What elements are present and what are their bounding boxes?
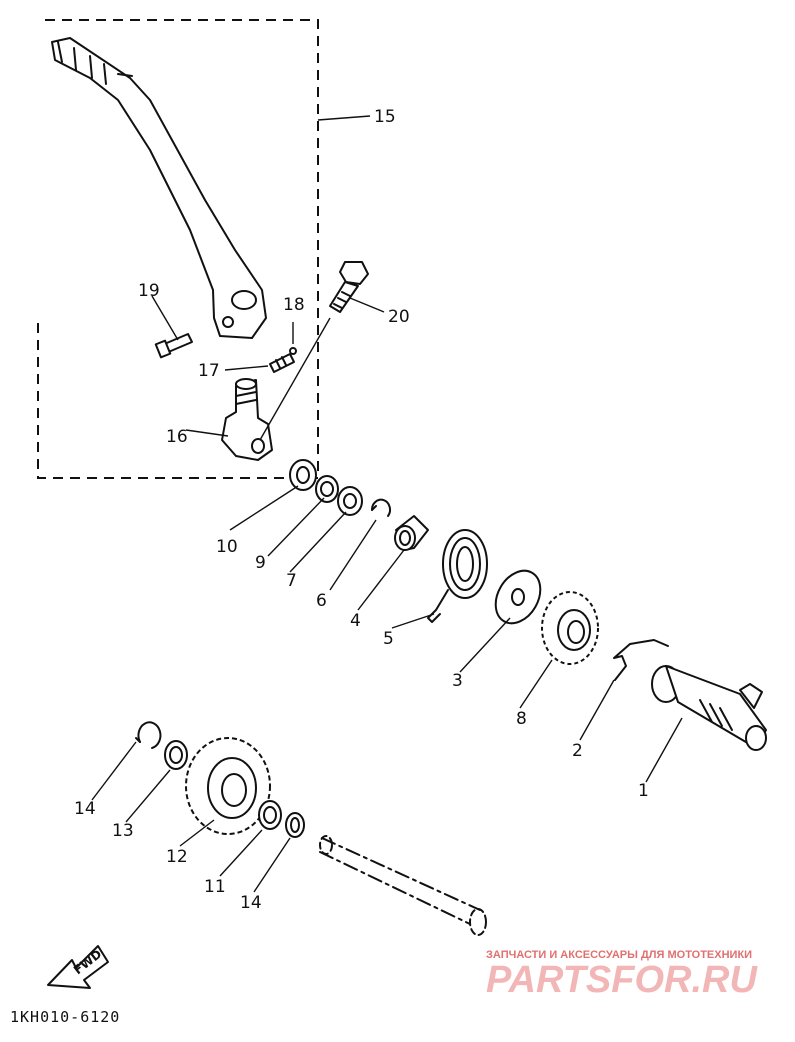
washer-11 [258,800,282,830]
kick-gear-8 [541,591,599,665]
ball-18 [289,347,297,355]
watermark: ЗАПЧАСТИ И АКСЕССУАРЫ ДЛЯ МОТОТЕХНИКИ PA… [486,949,758,1001]
callout-7: 7 [286,571,297,591]
callout-17: 17 [198,361,220,381]
washer-10 [289,459,317,491]
watermark-logo: PARTSFOR.RU [486,959,758,1001]
watermark-tagline: ЗАПЧАСТИ И АКСЕССУАРЫ ДЛЯ МОТОТЕХНИКИ [486,949,752,961]
drawing-code: 1KH010-6120 [10,1008,120,1026]
callout-14-left: 14 [74,799,96,819]
callout-12: 12 [166,847,188,867]
kick-crank-assembly-box [37,19,319,479]
spring-pin-17 [269,353,295,373]
bolt-19 [154,333,193,359]
callout-19: 19 [138,281,160,301]
oil-seal-9 [315,475,339,503]
fwd-arrow-icon: FWD [47,945,109,989]
callout-13: 13 [112,821,134,841]
callout-16: 16 [166,427,188,447]
callouts: 15 19 18 20 17 16 10 9 7 6 4 5 3 8 2 1 1… [74,107,649,913]
callout-15: 15 [374,107,396,127]
callout-9: 9 [255,553,266,573]
clip-2 [613,639,669,681]
callout-20: 20 [388,307,410,327]
collar-4 [394,515,429,551]
callout-3: 3 [452,671,463,691]
callout-2: 2 [572,741,583,761]
circlip-14-right [285,812,305,838]
circlip-14-left [135,721,162,749]
torsion-spring-5 [427,529,488,623]
callout-6: 6 [316,591,327,611]
washer-13 [164,740,188,770]
callout-8: 8 [516,709,527,729]
callout-4: 4 [350,611,361,631]
callout-11: 11 [204,877,226,897]
kick-boss-16 [221,378,273,461]
leader-lines [91,115,683,893]
shaft-phantom [319,835,487,936]
washer-7 [337,486,363,516]
callout-1: 1 [638,781,649,801]
callout-14-right: 14 [240,893,262,913]
callout-18: 18 [283,295,305,315]
kick-shaft-1 [651,665,767,751]
callout-5: 5 [383,629,394,649]
kick-crank-lever [51,37,267,339]
circlip-6 [370,498,391,517]
idle-gear-12 [185,737,271,835]
washer-3 [494,569,542,625]
bolt-20 [329,261,369,313]
callout-10: 10 [216,537,238,557]
